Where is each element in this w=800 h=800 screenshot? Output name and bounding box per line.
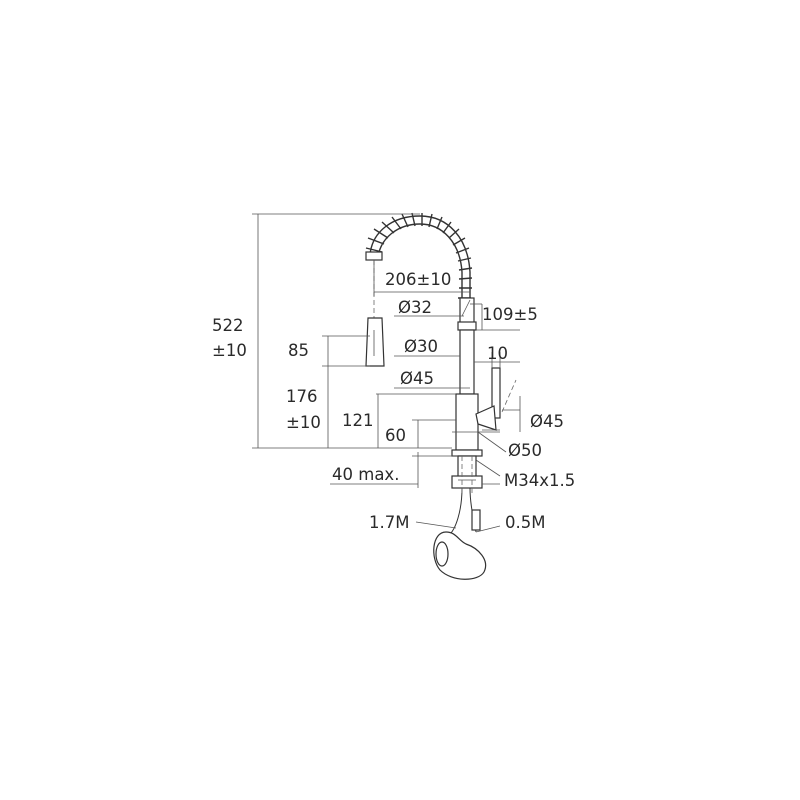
spray-base-height-tol: ±10 <box>286 413 321 432</box>
spring-coil <box>365 212 473 300</box>
spring-reach-label: 109±5 <box>482 305 538 324</box>
hose-weight <box>433 531 487 580</box>
spray-height-label: 85 <box>288 341 309 360</box>
hose-short-label: 0.5M <box>505 513 545 532</box>
hose-long-label: 1.7M <box>369 513 409 532</box>
lever-joint <box>475 405 497 431</box>
total-height-tol: ±10 <box>212 341 247 360</box>
upper-tube <box>459 297 475 325</box>
lever-diameter-label: Ø45 <box>530 412 564 431</box>
base-diameter-label: Ø50 <box>508 441 542 460</box>
hose-long <box>447 487 463 537</box>
thread-label: M34x1.5 <box>504 471 575 490</box>
spray-head <box>365 317 385 367</box>
spout-reach-label: 206±10 <box>385 270 451 289</box>
spray-holder <box>365 251 383 261</box>
upper-tube-diameter-label: Ø32 <box>398 298 432 317</box>
mid-tube-diameter-label: Ø30 <box>404 337 438 356</box>
faucet-outline <box>365 212 501 580</box>
dimension-lines <box>252 213 521 533</box>
base-ring <box>451 449 483 457</box>
body-height-label: 121 <box>342 411 374 430</box>
body-diameter-label: Ø45 <box>400 369 434 388</box>
lever <box>491 367 501 419</box>
weight-end <box>435 541 449 567</box>
shank-length-label: 40 max. <box>332 465 399 484</box>
base-height-label: 60 <box>385 426 406 445</box>
collar <box>457 321 477 331</box>
middle-tube <box>459 329 475 395</box>
lever-offset-label: 10 <box>487 344 508 363</box>
total-height-value: 522 <box>212 316 244 335</box>
spray-base-height-value: 176 <box>286 387 318 406</box>
dimension-labels: 522 ±10 206±10 Ø32 109±5 85 Ø30 10 Ø45 1… <box>212 270 575 532</box>
hose-valve <box>471 509 481 531</box>
nut <box>451 475 483 489</box>
body <box>455 393 479 451</box>
